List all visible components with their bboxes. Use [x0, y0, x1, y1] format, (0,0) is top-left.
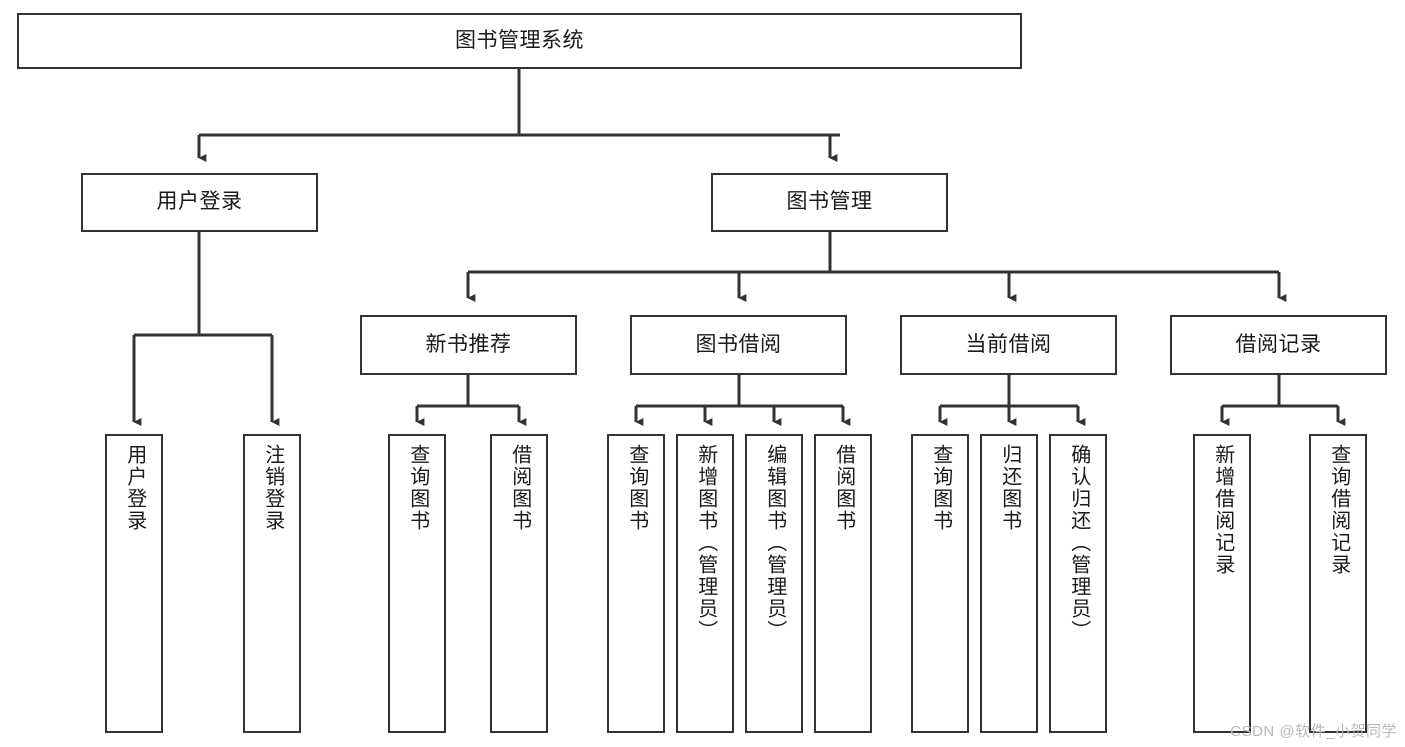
- node-label: 查询图书: [625, 444, 648, 532]
- node-label: 编辑图书（管理员）: [763, 444, 786, 642]
- node-label: 当前借阅: [965, 332, 1052, 356]
- leaf-query-book-recommend[interactable]: 查询图书: [388, 434, 446, 733]
- node-label: 借阅记录: [1235, 332, 1322, 356]
- node-label: 查询借阅记录: [1327, 444, 1350, 576]
- node-label: 图书管理: [786, 190, 873, 214]
- leaf-logout[interactable]: 注销登录: [243, 434, 301, 733]
- leaf-query-borrow-record[interactable]: 查询借阅记录: [1309, 434, 1367, 733]
- leaf-confirm-return-admin[interactable]: 确认归还（管理员）: [1049, 434, 1107, 733]
- node-label: 新书推荐: [425, 332, 512, 356]
- node-label: 借阅图书: [508, 444, 531, 532]
- node-label: 用户登录: [156, 190, 243, 214]
- node-book-borrow[interactable]: 图书借阅: [630, 315, 847, 375]
- node-book-management[interactable]: 图书管理: [711, 173, 948, 232]
- node-label: 归还图书: [998, 444, 1021, 532]
- node-label: 新增借阅记录: [1211, 444, 1234, 576]
- node-current-borrow[interactable]: 当前借阅: [900, 315, 1117, 375]
- leaf-edit-book-admin[interactable]: 编辑图书（管理员）: [745, 434, 803, 733]
- node-label: 图书借阅: [695, 332, 782, 356]
- node-label: 注销登录: [261, 444, 284, 532]
- leaf-borrow-book[interactable]: 借阅图书: [814, 434, 872, 733]
- node-label: 查询图书: [929, 444, 952, 532]
- node-label: 借阅图书: [832, 444, 855, 532]
- node-user-login[interactable]: 用户登录: [81, 173, 318, 232]
- node-label: 新增图书（管理员）: [694, 444, 717, 642]
- csdn-watermark: CSDN @软件_小贺同学: [1230, 723, 1397, 740]
- leaf-add-book-admin[interactable]: 新增图书（管理员）: [676, 434, 734, 733]
- leaf-return-book[interactable]: 归还图书: [980, 434, 1038, 733]
- leaf-user-login[interactable]: 用户登录: [105, 434, 163, 733]
- leaf-query-book-current[interactable]: 查询图书: [911, 434, 969, 733]
- leaf-query-book-borrow[interactable]: 查询图书: [607, 434, 665, 733]
- node-new-book-recommend[interactable]: 新书推荐: [360, 315, 577, 375]
- node-label: 图书管理系统: [455, 28, 584, 52]
- node-root-system[interactable]: 图书管理系统: [17, 13, 1022, 69]
- leaf-borrow-book-recommend[interactable]: 借阅图书: [490, 434, 548, 733]
- node-label: 确认归还（管理员）: [1067, 444, 1090, 642]
- node-label: 查询图书: [406, 444, 429, 532]
- leaf-add-borrow-record[interactable]: 新增借阅记录: [1193, 434, 1251, 733]
- node-label: 用户登录: [123, 444, 146, 532]
- node-borrow-record[interactable]: 借阅记录: [1170, 315, 1387, 375]
